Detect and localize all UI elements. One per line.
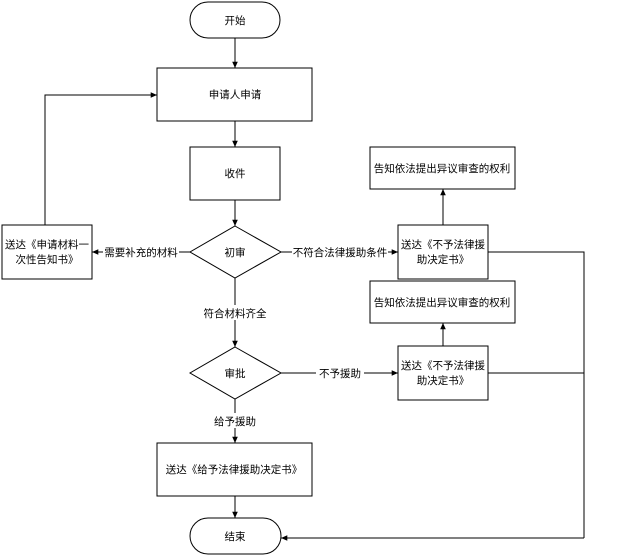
node-end: 结束 bbox=[189, 517, 282, 555]
node-approve-label: 审批 bbox=[225, 367, 246, 380]
node-approve: 审批 bbox=[189, 346, 283, 400]
edge-reject-1-end bbox=[488, 251, 585, 538]
node-reject-notice-2-line1: 送达《不予法律援 bbox=[401, 359, 485, 372]
node-reject-notice-1: 送达《不予法律援 助决定书》 bbox=[397, 224, 489, 280]
node-grant-notice: 送达《给予法律援助决定书》 bbox=[156, 442, 313, 497]
node-objection-1-label: 告知依法提出异议审查的权利 bbox=[374, 162, 511, 175]
edge-label-no-aid: 不予援助 bbox=[316, 365, 364, 380]
edge-label-grant-aid-text: 给予援助 bbox=[214, 415, 256, 428]
node-objection-2: 告知依法提出异议审查的权利 bbox=[369, 280, 516, 324]
node-receive-label: 收件 bbox=[225, 167, 246, 180]
node-grant-notice-label: 送达《给予法律援助决定书》 bbox=[166, 463, 303, 476]
edge-label-need-materials-text: 需要补充的材料 bbox=[104, 246, 178, 259]
node-initial-review-label: 初审 bbox=[225, 246, 246, 259]
node-reject-notice-2: 送达《不予法律援 助决定书》 bbox=[397, 345, 489, 401]
node-reject-notice-1-line2: 助决定书》 bbox=[417, 253, 470, 266]
node-receive: 收件 bbox=[189, 146, 281, 201]
node-reject-notice-1-line1: 送达《不予法律援 bbox=[401, 238, 485, 251]
edge-label-not-eligible-text: 不符合法律援助条件 bbox=[293, 246, 388, 259]
node-reject-notice-2-line2: 助决定书》 bbox=[417, 374, 470, 387]
node-objection-1: 告知依法提出异议审查的权利 bbox=[369, 146, 516, 190]
edge-label-grant-aid: 给予援助 bbox=[210, 413, 260, 428]
node-apply-label: 申请人申请 bbox=[209, 88, 262, 101]
node-initial-review: 初审 bbox=[189, 225, 283, 279]
edge-label-not-eligible: 不符合法律援助条件 bbox=[292, 244, 388, 259]
node-materials-notice: 送达《申请材料一 次性告知书》 bbox=[1, 224, 93, 280]
node-materials-notice-line1: 送达《申请材料一 bbox=[5, 238, 89, 251]
node-objection-2-label: 告知依法提出异议审查的权利 bbox=[374, 296, 511, 309]
edge-label-need-materials: 需要补充的材料 bbox=[103, 244, 179, 259]
node-end-label: 结束 bbox=[225, 530, 246, 543]
node-start: 开始 bbox=[189, 1, 281, 39]
edge-label-materials-complete-text: 符合材料齐全 bbox=[204, 307, 267, 320]
node-materials-notice-line2: 次性告知书》 bbox=[16, 253, 79, 266]
edge-label-no-aid-text: 不予援助 bbox=[319, 367, 361, 380]
edge-label-materials-complete: 符合材料齐全 bbox=[201, 305, 269, 320]
node-apply: 申请人申请 bbox=[156, 67, 313, 122]
edge-materials-notice-apply bbox=[44, 92, 157, 225]
node-start-label: 开始 bbox=[225, 14, 246, 27]
